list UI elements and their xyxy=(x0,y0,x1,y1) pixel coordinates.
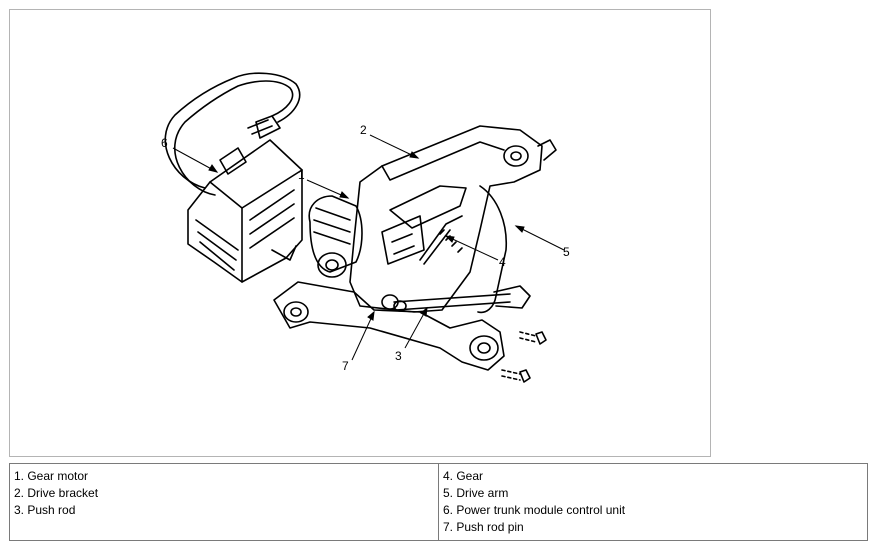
diagram-drawing: 6 1 2 5 4 3 7 xyxy=(161,72,570,383)
legend-item-gear-motor: 1. Gear motor xyxy=(14,469,89,483)
leader-2 xyxy=(369,134,419,159)
control-unit xyxy=(187,139,303,283)
leader-7 xyxy=(351,311,375,361)
callout-7: 7 xyxy=(342,359,349,373)
callout-5: 5 xyxy=(563,245,570,259)
legend-item-gear: 4. Gear xyxy=(443,469,484,483)
legend-column-right: 4. Gear 5. Drive arm 6. Power trunk modu… xyxy=(439,464,867,540)
legend-item-push-rod: 3. Push rod xyxy=(14,503,76,517)
parts-legend: 1. Gear motor 2. Drive bracket 3. Push r… xyxy=(9,463,868,541)
callout-2: 2 xyxy=(360,123,367,137)
leader-lines xyxy=(172,134,565,361)
drive-arm xyxy=(273,185,508,371)
legend-item-push-rod-pin: 7. Push rod pin xyxy=(443,520,524,534)
exploded-diagram: 6 1 2 5 4 3 7 xyxy=(9,9,711,457)
leader-4 xyxy=(445,235,499,261)
callout-6: 6 xyxy=(161,136,168,150)
legend-item-control-unit: 6. Power trunk module control unit xyxy=(443,503,626,517)
leader-5 xyxy=(515,225,565,251)
drive-bracket xyxy=(349,125,557,313)
legend-item-drive-arm: 5. Drive arm xyxy=(443,486,509,500)
bolts xyxy=(501,331,547,383)
gear-motor xyxy=(308,195,363,278)
wiring-harness xyxy=(164,72,301,196)
push-rod xyxy=(381,285,531,312)
callout-1: 1 xyxy=(298,168,305,182)
callout-3: 3 xyxy=(395,349,402,363)
legend-column-left: 1. Gear motor 2. Drive bracket 3. Push r… xyxy=(10,464,439,540)
callout-4: 4 xyxy=(499,255,506,269)
legend-item-drive-bracket: 2. Drive bracket xyxy=(14,486,99,500)
